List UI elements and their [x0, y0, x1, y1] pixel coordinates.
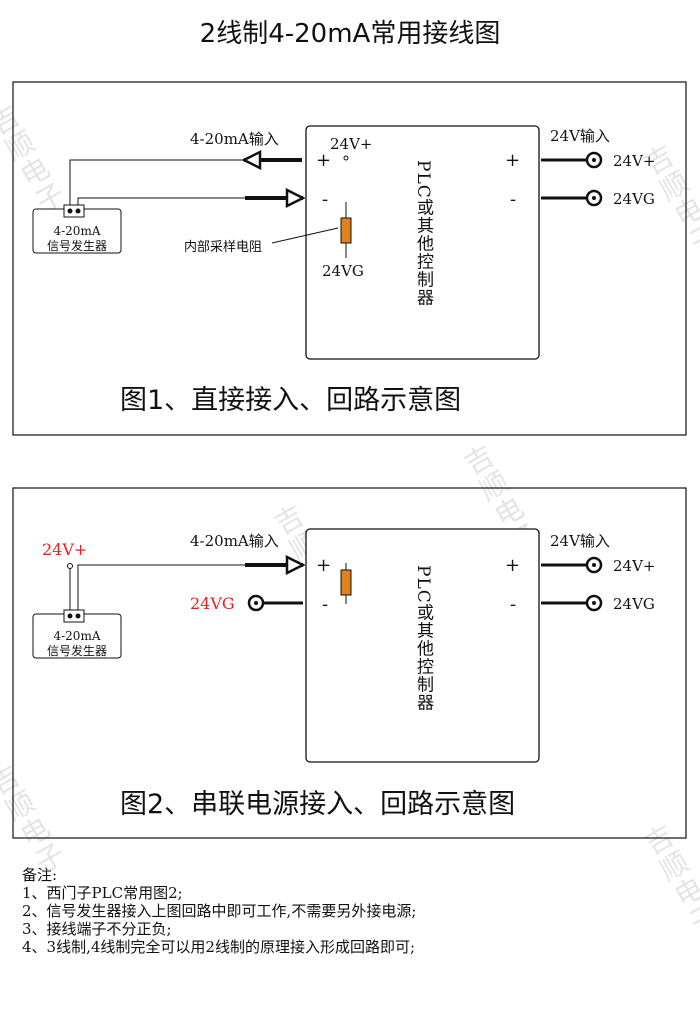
wire-signal-out — [77, 564, 285, 610]
terminal-positive-dot — [592, 563, 596, 567]
internal-supply-label: 24V+ — [330, 135, 373, 153]
terminal-negative-label: 24VG — [613, 595, 655, 613]
terminal-negative-dot — [592, 196, 596, 200]
terminal-positive-label: 24V+ — [613, 557, 656, 575]
minus-sign-input: - — [322, 594, 328, 615]
note-item: 1、西门子PLC常用图2; — [22, 884, 183, 902]
generator-label-line2: 信号发生器 — [47, 643, 107, 658]
external-supply-node — [67, 563, 73, 569]
power-input-label: 24V输入 — [550, 127, 610, 145]
notes-section: 备注: 1、西门子PLC常用图2; 2、信号发生器接入上图回路中即可工作,不需要… — [22, 866, 682, 956]
controller-box — [305, 125, 540, 360]
controller-label: PLC或其他控制器 — [413, 565, 434, 712]
plus-sign-power: + — [505, 555, 520, 576]
note-item: 4、3线制,4线制完全可以用2线制的原理接入形成回路即可; — [22, 938, 415, 956]
terminal-positive-dot — [592, 158, 596, 162]
wire-signal-return — [77, 197, 245, 205]
terminal-block — [63, 609, 85, 623]
terminal-screw — [75, 613, 81, 619]
controller-box — [305, 528, 540, 763]
resistor-pointer — [271, 227, 339, 244]
figure-2-caption: 图2、串联电源接入、回路示意图 — [120, 789, 515, 820]
external-supply-negative: 24VG — [190, 594, 235, 613]
terminal-positive-label: 24V+ — [613, 152, 656, 170]
figure-2-frame — [12, 487, 687, 839]
minus-sign-input: - — [322, 189, 328, 210]
note-item: 2、信号发生器接入上图回路中即可工作,不需要另外接电源; — [22, 902, 417, 920]
figure-1: PLC或其他控制器 4-20mA 信号发生器 4-20mA输入 + - 24V+… — [12, 81, 687, 436]
controller-label: PLC或其他控制器 — [413, 160, 434, 307]
resistor-label: 内部采样电阻 — [184, 239, 262, 255]
figure-1-caption: 图1、直接接入、回路示意图 — [120, 385, 461, 416]
ground-label: 24VG — [322, 262, 364, 280]
plus-sign-input: + — [316, 150, 331, 171]
terminal-screw — [67, 613, 73, 619]
figure-2: PLC或其他控制器 4-20mA 信号发生器 24V+ 4-20mA输入 24V… — [12, 487, 687, 839]
terminal-negative-label: 24VG — [613, 190, 655, 208]
plus-sign-input: + — [316, 555, 331, 576]
terminal-screw — [75, 208, 81, 214]
generator-label-line2: 信号发生器 — [47, 238, 107, 253]
figure-1-frame — [12, 81, 687, 436]
internal-supply-node — [343, 155, 349, 161]
input-label: 4-20mA输入 — [190, 130, 279, 148]
minus-sign-power: - — [510, 594, 516, 615]
external-ground-dot — [254, 601, 258, 605]
notes-heading: 备注: — [22, 866, 58, 884]
terminal-block — [63, 204, 85, 218]
wire-signal-out — [69, 159, 255, 205]
terminal-negative-dot — [592, 601, 596, 605]
sampling-resistor — [340, 217, 352, 244]
minus-sign-power: - — [510, 189, 516, 210]
generator-label-line1: 4-20mA — [53, 224, 100, 238]
input-label: 4-20mA输入 — [190, 532, 279, 550]
page-title: 2线制4-20mA常用接线图 — [200, 19, 501, 49]
terminal-screw — [67, 208, 73, 214]
note-item: 3、接线端子不分正负; — [22, 920, 172, 938]
plus-sign-power: + — [505, 150, 520, 171]
power-input-label: 24V输入 — [550, 532, 610, 550]
external-supply-positive: 24V+ — [42, 540, 87, 559]
sampling-resistor — [340, 569, 352, 596]
generator-label-line1: 4-20mA — [53, 629, 100, 643]
